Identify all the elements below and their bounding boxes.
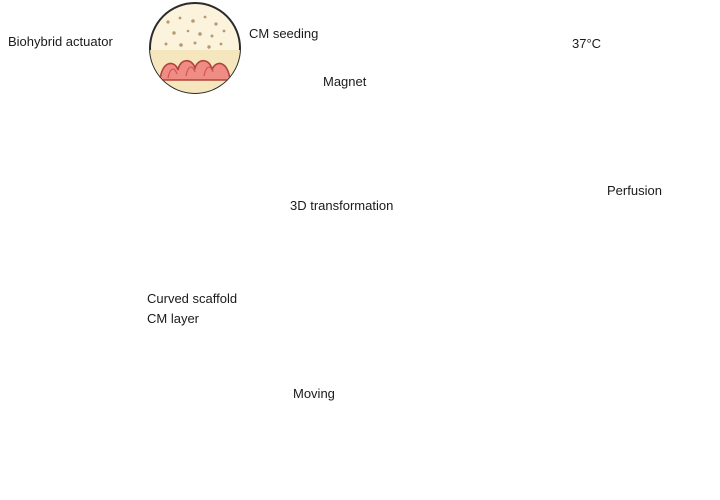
label-magnet: Magnet: [323, 74, 367, 89]
actuator-cross-section: [159, 59, 231, 81]
label-cm-seeding: CM seeding: [249, 26, 319, 41]
cm-seeding-circle: [149, 2, 241, 94]
label-temperature: 37°C: [572, 36, 602, 51]
label-moving: Moving: [293, 386, 335, 401]
label-biohybrid-actuator: Biohybrid actuator: [8, 34, 113, 49]
label-curved-scaffold: Curved scaffold: [147, 291, 238, 306]
label-cm-layer: CM layer: [147, 311, 200, 326]
cell-dots: [164, 15, 226, 49]
label-3d-transformation: 3D transformation: [290, 198, 394, 213]
label-perfusion: Perfusion: [607, 183, 662, 198]
